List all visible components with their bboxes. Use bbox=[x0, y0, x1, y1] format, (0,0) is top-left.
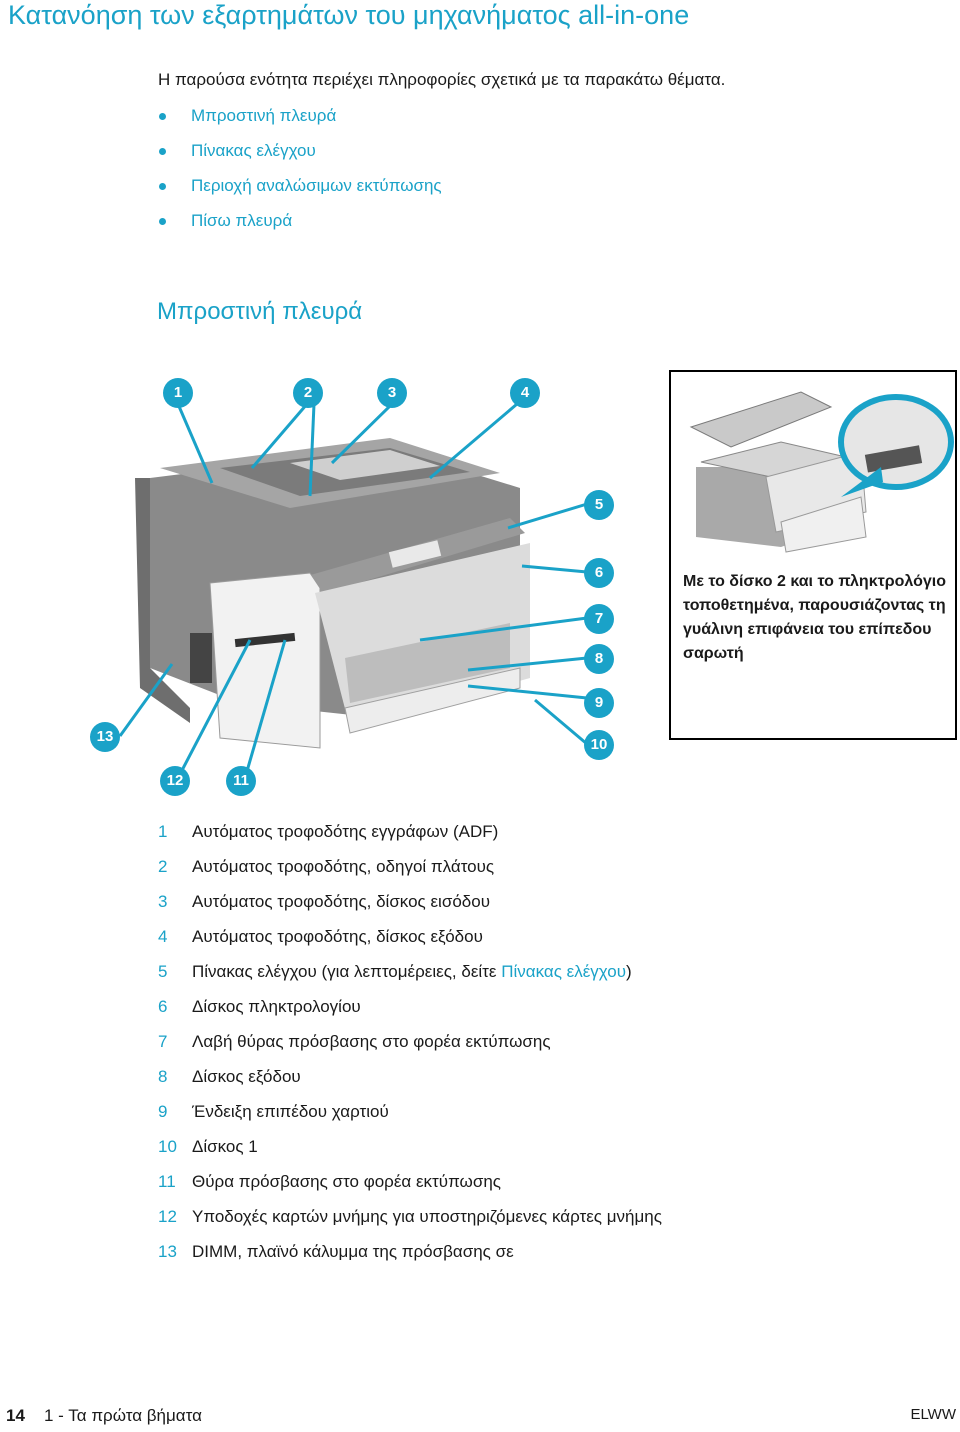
legend-number: 9 bbox=[158, 1102, 168, 1121]
legend-item: 9 Ένδειξη επιπέδου χαρτιού bbox=[158, 1100, 662, 1135]
topic-label: Περιοχή αναλώσιμων εκτύπωσης bbox=[191, 176, 442, 195]
inset-illustration bbox=[689, 391, 954, 553]
legend-number: 4 bbox=[158, 927, 168, 946]
legend-number: 2 bbox=[158, 857, 168, 876]
bullet-icon bbox=[159, 113, 166, 120]
legend-text: Αυτόματος τροφοδότης, δίσκος εισόδου bbox=[192, 892, 490, 911]
topic-label: Πίσω πλευρά bbox=[191, 211, 293, 230]
legend-item: 3 Αυτόματος τροφοδότης, δίσκος εισόδου bbox=[158, 890, 662, 925]
legend-item: 13 DIMM, πλαϊνό κάλυμμα της πρόσβασης σε bbox=[158, 1240, 662, 1275]
legend-item: 12 Υποδοχές καρτών μνήμης για υποστηριζόμ… bbox=[158, 1205, 662, 1240]
legend-text: Θύρα πρόσβασης στο φορέα εκτύπωσης bbox=[192, 1172, 501, 1191]
bullet-icon bbox=[159, 218, 166, 225]
callout-7: 7 bbox=[584, 604, 614, 634]
topic-link-supplies[interactable]: Περιοχή αναλώσιμων εκτύπωσης bbox=[158, 174, 442, 209]
page-number: 14 bbox=[6, 1406, 25, 1425]
callout-1: 1 bbox=[163, 378, 193, 408]
legend-number: 6 bbox=[158, 997, 168, 1016]
legend-number: 7 bbox=[158, 1032, 168, 1051]
legend-number: 5 bbox=[158, 962, 168, 981]
section-heading: Μπροστινή πλευρά bbox=[157, 298, 363, 325]
printer-illustration bbox=[135, 438, 530, 749]
legend-text: Δίσκος εξόδου bbox=[192, 1067, 301, 1086]
legend-item: 1 Αυτόματος τροφοδότης εγγράφων (ADF) bbox=[158, 820, 662, 855]
legend-item: 8 Δίσκος εξόδου bbox=[158, 1065, 662, 1100]
legend-item: 11 Θύρα πρόσβασης στο φορέα εκτύπωσης bbox=[158, 1170, 662, 1205]
page-title: Κατανόηση των εξαρτημάτων του μηχανήματο… bbox=[8, 0, 690, 30]
printer-front-figure: 1 2 3 4 5 6 7 8 9 10 11 12 13 bbox=[90, 368, 614, 798]
callout-8: 8 bbox=[584, 644, 614, 674]
chapter-title: 1 - Τα πρώτα βήματα bbox=[44, 1406, 202, 1425]
legend-number: 10 bbox=[158, 1137, 177, 1156]
callout-2: 2 bbox=[293, 378, 323, 408]
legend-text: DIMM, πλαϊνό κάλυμμα της πρόσβασης σε bbox=[192, 1242, 514, 1261]
legend-number: 13 bbox=[158, 1242, 177, 1261]
topic-list: Μπροστινή πλευρά Πίνακας ελέγχου Περιοχή… bbox=[158, 104, 442, 244]
topic-link-front[interactable]: Μπροστινή πλευρά bbox=[158, 104, 442, 139]
legend-text: Αυτόματος τροφοδότης, δίσκος εξόδου bbox=[192, 927, 483, 946]
page-footer: 14 1 - Τα πρώτα βήματα ELWW bbox=[0, 1406, 960, 1432]
bullet-icon bbox=[159, 148, 166, 155]
inset-figure: Με το δίσκο 2 και το πληκτρολόγιο τοποθε… bbox=[669, 370, 957, 740]
legend-text: Αυτόματος τροφοδότης εγγράφων (ADF) bbox=[192, 822, 499, 841]
legend-item: 6 Δίσκος πληκτρολογίου bbox=[158, 995, 662, 1030]
legend-number: 8 bbox=[158, 1067, 168, 1086]
callout-6: 6 bbox=[584, 558, 614, 588]
callout-3: 3 bbox=[377, 378, 407, 408]
leader-lines bbox=[118, 402, 588, 779]
callout-13: 13 bbox=[90, 722, 120, 752]
legend-text: Αυτόματος τροφοδότης, οδηγοί πλάτους bbox=[192, 857, 495, 876]
legend-text: Δίσκος 1 bbox=[192, 1137, 258, 1156]
callout-9: 9 bbox=[584, 688, 614, 718]
legend-text: Δίσκος πληκτρολογίου bbox=[192, 997, 361, 1016]
callout-10: 10 bbox=[584, 730, 614, 760]
legend-item: 2 Αυτόματος τροφοδότης, οδηγοί πλάτους bbox=[158, 855, 662, 890]
legend-item: 10 Δίσκος 1 bbox=[158, 1135, 662, 1170]
topic-link-back[interactable]: Πίσω πλευρά bbox=[158, 209, 442, 244]
intro-text: Η παρούσα ενότητα περιέχει πληροφορίες σ… bbox=[158, 70, 726, 89]
legend-text-suffix: ) bbox=[626, 962, 632, 981]
legend-text: Ένδειξη επιπέδου χαρτιού bbox=[192, 1102, 389, 1121]
legend-text: Υποδοχές καρτών μνήμης για υποστηριζόμεν… bbox=[192, 1207, 662, 1226]
legend-number: 11 bbox=[158, 1172, 176, 1191]
inset-caption: Με το δίσκο 2 και το πληκτρολόγιο τοποθε… bbox=[683, 573, 947, 662]
footer-brand: ELWW bbox=[910, 1406, 956, 1423]
callout-12: 12 bbox=[160, 766, 190, 796]
legend-item: 5 Πίνακας ελέγχου (για λεπτομέρειες, δείτ… bbox=[158, 960, 662, 995]
legend-number: 1 bbox=[158, 822, 168, 841]
callout-5: 5 bbox=[584, 490, 614, 520]
legend-text: Λαβή θύρας πρόσβασης στο φορέα εκτύπωσης bbox=[192, 1032, 551, 1051]
legend-number: 12 bbox=[158, 1207, 177, 1226]
legend-text: Πίνακας ελέγχου (για λεπτομέρειες, δείτε bbox=[192, 962, 502, 981]
topic-label: Μπροστινή πλευρά bbox=[191, 106, 337, 125]
legend-item: 7 Λαβή θύρας πρόσβασης στο φορέα εκτύπωση… bbox=[158, 1030, 662, 1065]
topic-link-control-panel[interactable]: Πίνακας ελέγχου bbox=[158, 139, 442, 174]
legend-item: 4 Αυτόματος τροφοδότης, δίσκος εξόδου bbox=[158, 925, 662, 960]
legend-number: 3 bbox=[158, 892, 168, 911]
callout-4: 4 bbox=[510, 378, 540, 408]
callout-11: 11 bbox=[226, 766, 256, 796]
topic-label: Πίνακας ελέγχου bbox=[191, 141, 316, 160]
control-panel-link[interactable]: Πίνακας ελέγχου bbox=[501, 962, 626, 981]
bullet-icon bbox=[159, 183, 166, 190]
